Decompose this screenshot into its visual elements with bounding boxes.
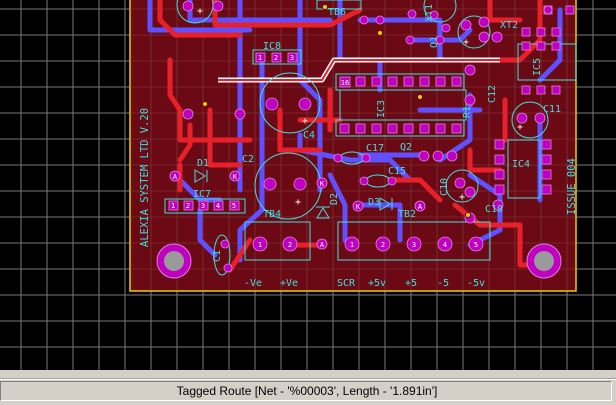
label-c11: C11 [543, 104, 561, 115]
connector-label-pos-ve: +Ve [280, 278, 298, 289]
connector-label-minus5v: -5v [467, 278, 485, 289]
pad-label: 1 [171, 202, 175, 210]
pad-label: 5 [232, 202, 236, 210]
vias [202, 4, 471, 218]
label-d2: D2 [329, 193, 340, 205]
pad-label: 4 [443, 241, 447, 249]
status-divider [0, 378, 616, 380]
connector-label-minus5: -5 [437, 278, 449, 289]
connector-label-plus5: +5 [405, 278, 417, 289]
label-c2: C2 [242, 154, 254, 165]
polarity-mark: + [295, 197, 301, 208]
label-d3: D3 [368, 197, 380, 208]
polarity-mark: + [459, 192, 465, 203]
label-q1: Q1 [429, 36, 440, 48]
pad-label: K [233, 173, 238, 181]
label-q2: Q2 [400, 142, 412, 153]
through-hole-pads[interactable] [169, 0, 553, 273]
polarity-mark: + [517, 122, 523, 133]
pad-number-labels: 1 2 3 1 2 3 4 5 16 1 2 1 2 3 4 5 A K K A [171, 54, 478, 249]
label-ic3: IC3 [376, 100, 387, 118]
pad-label: A [418, 203, 423, 211]
label-c4: C4 [303, 130, 315, 141]
pad-label: 5 [474, 241, 478, 249]
status-message: Tagged Route [Net - '%00003', Length - '… [176, 384, 438, 398]
pad-label: 3 [412, 241, 416, 249]
pad-label: 1 [258, 54, 262, 62]
pad-label: 1 [258, 241, 262, 249]
label-tb2: TB2 [398, 209, 416, 220]
pad-label: 2 [381, 241, 385, 249]
label-c18: C18 [485, 204, 503, 215]
pad-label: 2 [274, 54, 278, 62]
component-pads[interactable] [168, 5, 575, 211]
label-ic8: IC8 [263, 41, 281, 52]
pad-label: K [320, 180, 325, 188]
status-pane: Tagged Route [Net - '%00003', Length - '… [0, 381, 612, 401]
polarity-mark: + [302, 116, 308, 127]
pad-label: 3 [201, 202, 205, 210]
pad-label: 3 [290, 54, 294, 62]
label-r1: R1 [462, 106, 473, 118]
pad-label: 1 [350, 241, 354, 249]
label-tb4: TB4 [263, 209, 281, 220]
pad-label: 16 [341, 79, 349, 87]
pad-label: K [356, 203, 361, 211]
label-c1: C1 [212, 250, 223, 262]
pad-label: 2 [288, 241, 292, 249]
mounting-holes [156, 243, 562, 279]
label-ic5: IC5 [532, 58, 543, 76]
label-d1: D1 [197, 158, 209, 169]
label-c12: C12 [487, 85, 498, 103]
silkscreen-company-name: ALEXIA SYSTEM LTD V.20 [139, 108, 151, 247]
polarity-mark: + [197, 6, 203, 17]
pad-label: A [173, 173, 178, 181]
label-ic4: IC4 [512, 159, 530, 170]
pcb-drawing[interactable]: TB6 IC8 XT2 C11 C4 C17 Q2 IC4 D1 C2 C15 … [0, 0, 616, 370]
label-c17: C17 [366, 143, 384, 154]
label-xt1: XT1 [424, 4, 435, 22]
pad-label: 2 [186, 202, 190, 210]
connector-label-neg-ve: -Ve [244, 278, 262, 289]
label-ic7: IC7 [193, 189, 211, 200]
pad-label: A [320, 241, 325, 249]
polarity-marks: + + + + + + [197, 6, 523, 208]
connector-label-scr: SCR [337, 278, 356, 289]
label-c10: C10 [439, 178, 450, 196]
silkscreen-issue: ISSUE 004 [566, 158, 578, 215]
label-tb6: TB6 [328, 7, 346, 18]
silkscreen-text: TB6 IC8 XT2 C11 C4 C17 Q2 IC4 D1 C2 C15 … [139, 4, 578, 289]
pcb-canvas[interactable]: TB6 IC8 XT2 C11 C4 C17 Q2 IC4 D1 C2 C15 … [0, 0, 616, 370]
status-bar: Tagged Route [Net - '%00003', Length - '… [0, 370, 616, 405]
label-c15: C15 [388, 166, 406, 177]
connector-label-plus5v: +5v [368, 278, 386, 289]
polarity-mark: + [463, 37, 469, 48]
label-xt2: XT2 [500, 20, 518, 31]
pad-label: 4 [216, 202, 220, 210]
